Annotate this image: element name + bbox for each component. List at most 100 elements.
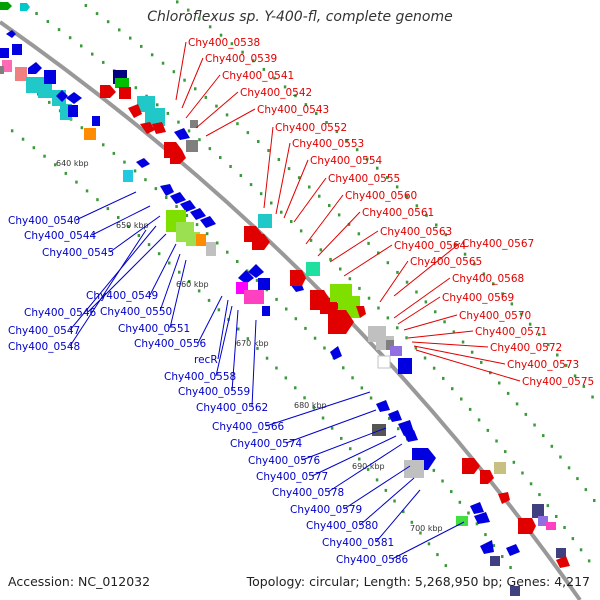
gc-dot — [441, 479, 444, 483]
topology-label: Topology: circular; Length: 5,268,950 bp… — [246, 574, 590, 589]
gc-dot — [460, 397, 463, 401]
gene-block — [306, 262, 320, 276]
gc-dot — [492, 544, 496, 548]
gc-dot — [46, 20, 50, 23]
gc-dot — [355, 148, 359, 152]
gene-label: Chy400_0551 — [118, 323, 190, 335]
gc-dot — [425, 213, 428, 217]
leader-line — [329, 230, 379, 263]
leader-line — [251, 319, 257, 408]
gc-dot — [304, 103, 308, 107]
gene-arrow — [462, 458, 480, 474]
gc-dot — [198, 138, 201, 142]
gc-dot — [434, 310, 437, 314]
tick-label: 690 kbp — [352, 462, 385, 471]
leader-line — [197, 295, 223, 344]
gc-dot — [538, 332, 541, 336]
gc-dot — [533, 423, 536, 427]
gc-dot — [237, 327, 240, 331]
gene-arrow — [238, 270, 254, 284]
gene-block — [84, 128, 96, 140]
gc-dot — [96, 198, 99, 202]
gc-dot — [358, 457, 361, 461]
gc-dot — [172, 70, 176, 74]
gene-label: Chy400_0542 — [240, 87, 312, 99]
genome-backbone — [0, 20, 582, 600]
gc-dot — [480, 360, 483, 364]
gc-dot — [219, 33, 223, 37]
tick-label: 670 kbp — [236, 339, 269, 348]
gc-dot — [546, 504, 550, 508]
gene-block — [377, 355, 391, 369]
gene-block — [258, 278, 270, 290]
gc-dot — [208, 25, 212, 29]
gene-label: Chy400_0576 — [248, 455, 321, 467]
gc-dot — [127, 225, 130, 228]
gc-dot — [106, 207, 110, 211]
gc-dot — [351, 376, 354, 380]
gc-dot — [470, 350, 474, 354]
gc-dot — [473, 262, 476, 266]
gc-dot — [85, 189, 89, 193]
gc-dot — [547, 343, 550, 347]
gc-dot — [367, 241, 370, 245]
leader-line — [403, 314, 458, 331]
gc-dot — [239, 174, 243, 177]
gc-dot — [123, 160, 126, 164]
gene-block — [510, 586, 520, 596]
gc-dot — [397, 427, 400, 431]
leader-line — [327, 443, 403, 493]
gene-arrow — [376, 400, 390, 412]
reverse-leader-lines — [69, 191, 465, 560]
gene-block — [0, 48, 9, 58]
gene-block — [494, 462, 506, 474]
gene-label: Chy400_0570 — [459, 310, 531, 322]
gc-dot — [80, 44, 83, 48]
gc-dot — [564, 363, 568, 367]
gc-dot — [573, 374, 577, 378]
gc-dot — [265, 356, 269, 360]
leader-line — [311, 435, 397, 477]
gene-block — [196, 234, 206, 246]
gc-dot — [415, 204, 419, 208]
gc-dot — [442, 376, 445, 380]
leader-line — [149, 243, 177, 296]
leader-line — [263, 126, 274, 209]
gc-dot — [482, 272, 486, 276]
leader-line — [407, 330, 474, 339]
gc-dot — [150, 53, 154, 57]
gene-arrow — [128, 104, 142, 118]
gene-block — [390, 346, 402, 356]
gc-dot — [134, 86, 138, 90]
gc-dot — [118, 28, 121, 32]
gc-dot — [567, 466, 571, 470]
gene-block — [119, 87, 131, 99]
gc-dot — [10, 129, 14, 133]
gc-dot — [506, 391, 510, 395]
gene-arrow — [480, 470, 494, 484]
tick-label: 680 kbp — [294, 401, 327, 410]
gc-dot — [176, 0, 179, 4]
gc-dot — [509, 566, 512, 569]
gc-dot — [273, 76, 276, 80]
gc-dot — [576, 477, 579, 481]
gc-dot — [501, 555, 504, 558]
gc-dot — [75, 180, 78, 184]
gene-label: Chy400_0573 — [507, 359, 579, 371]
leader-line — [265, 391, 371, 427]
gc-dot — [219, 156, 222, 159]
gc-dot — [68, 36, 72, 40]
leader-line — [413, 345, 506, 365]
gc-dot — [366, 467, 370, 471]
gene-arrow — [66, 92, 82, 104]
gene-arrow — [174, 128, 190, 140]
gc-dot — [133, 169, 137, 173]
gc-dot — [205, 232, 209, 236]
leader-line — [415, 349, 521, 382]
gc-dot — [424, 300, 428, 304]
gc-dot — [285, 307, 288, 311]
gene-label: Chy400_0543 — [257, 104, 329, 116]
gc-dot — [450, 490, 453, 494]
gene-arrow — [252, 234, 270, 250]
